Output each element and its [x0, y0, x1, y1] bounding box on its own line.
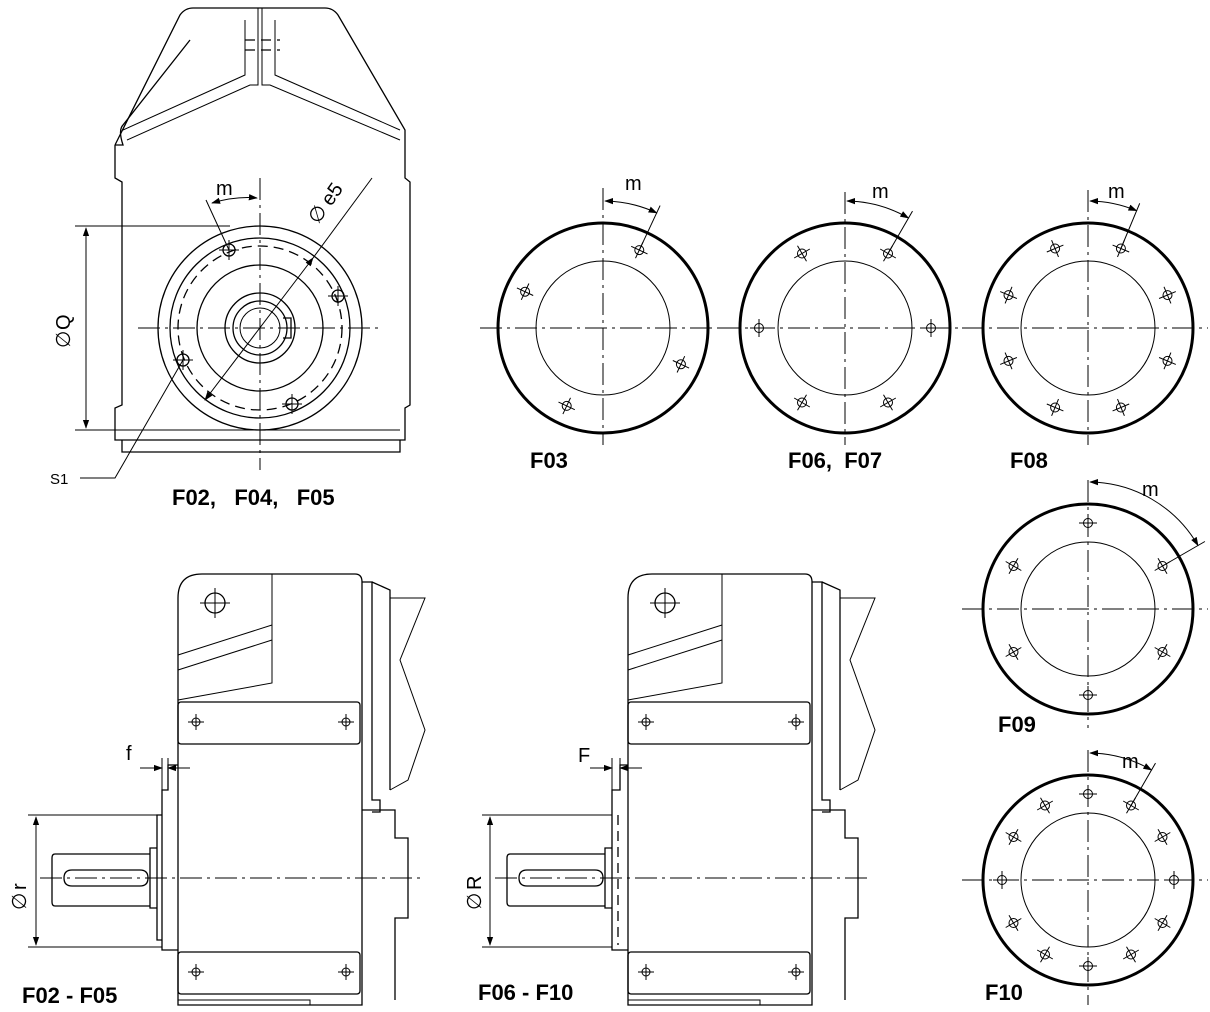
flange-bolt-mark	[1036, 949, 1054, 960]
side-view-large: ∅ R F F06 - F10	[464, 573, 876, 1006]
flange-bolt-mark	[1157, 643, 1168, 661]
front-view: ∅ Q ∅ e5 m S1 F02, F04, F05	[50, 7, 411, 510]
flange-bolt-mark	[520, 283, 530, 301]
flange-m-extension-f08	[1120, 203, 1141, 249]
flange-bolt-mark	[1036, 800, 1054, 811]
dim-m-f06: m	[872, 181, 889, 203]
flange-m-arc-f03	[604, 197, 658, 214]
flange-bolt-hole	[1008, 647, 1019, 657]
dim-m-f08: m	[1108, 181, 1125, 203]
flange-m-arc-f06-f07	[846, 197, 910, 219]
flange-bolt-hole	[1157, 647, 1168, 657]
flange-m-extension-f03	[638, 205, 661, 251]
flange-bolt-mark	[1008, 643, 1019, 661]
flange-bolt-hole	[675, 359, 686, 370]
dim-m-front: m	[216, 178, 233, 200]
dim-m-f09: m	[1142, 479, 1159, 501]
flange-bolt-mark	[1008, 914, 1019, 932]
flange-bolt-mark	[1157, 828, 1168, 846]
flange-m-arc-f10	[1089, 749, 1153, 771]
flange-bolt-hole	[1008, 918, 1019, 928]
flange-bolt-hole	[561, 400, 572, 411]
flange-bolt-hole	[1126, 800, 1136, 811]
flange-bolt-mark	[1004, 286, 1013, 304]
dim-R-diameter-symbol: ∅	[464, 893, 486, 910]
side-view-small: ∅ r f F02 - F05	[9, 573, 426, 1008]
flange-bolt-hole	[1157, 832, 1168, 842]
flange-bolt-mark	[558, 401, 576, 411]
flange-bolt-mark	[1157, 914, 1168, 932]
dim-r-label: r	[9, 883, 31, 890]
dim-q-diameter-symbol: ∅	[53, 331, 75, 348]
flange-bolt-hole	[1003, 290, 1014, 301]
flange-bolt-hole	[797, 248, 807, 259]
flange-bolt-mark	[879, 397, 897, 408]
flange-bolt-hole	[1115, 243, 1126, 254]
dim-F-label: F	[578, 745, 590, 767]
side-view-large-label: F06 - F10	[478, 980, 573, 1005]
dim-R-label: R	[464, 876, 486, 890]
flange-bolt-mark	[793, 397, 811, 408]
flange-bolt-mark	[793, 248, 811, 259]
flange-bolt-mark	[1004, 352, 1013, 370]
flange-bolt-hole	[797, 397, 807, 408]
flange-bolt-mark	[1046, 403, 1064, 412]
flange-bolt-mark	[1163, 286, 1172, 304]
flange-bolt-hole	[1050, 402, 1061, 413]
dim-m-f03: m	[625, 173, 642, 195]
dim-s1-label: S1	[50, 471, 68, 488]
dim-r-diameter-symbol: ∅	[9, 893, 31, 910]
flange-bolt-mark	[1112, 403, 1130, 412]
flange-variants	[480, 188, 1208, 1005]
flange-label-f10: F10	[985, 980, 1023, 1005]
flange-bolt-mark	[676, 355, 686, 373]
dim-f-label: f	[126, 743, 132, 765]
flange-bolt-hole	[883, 248, 893, 259]
dim-q-label: Q	[53, 314, 75, 330]
flange-label-f09: F09	[998, 712, 1036, 737]
flange-bolt-hole	[1126, 949, 1136, 960]
flange-bolt-mark	[1046, 244, 1064, 253]
flange-bolt-mark	[1112, 244, 1130, 253]
front-view-label: F02, F04, F05	[172, 485, 335, 510]
dim-m-f10: m	[1122, 751, 1139, 773]
flange-label-f06-f07: F06, F07	[788, 448, 882, 473]
flange-bolt-hole	[1050, 243, 1061, 254]
flange-label-f03: F03	[530, 448, 568, 473]
flange-bolt-hole	[634, 245, 645, 256]
flange-bolt-hole	[1115, 402, 1126, 413]
flange-bolt-mark	[1008, 828, 1019, 846]
flange-bolt-hole	[1157, 561, 1168, 571]
flange-bolt-hole	[883, 397, 893, 408]
flange-bolt-hole	[1008, 832, 1019, 842]
flange-bolt-hole	[1162, 355, 1173, 366]
flange-label-f08: F08	[1010, 448, 1048, 473]
flange-bolt-hole	[1162, 290, 1173, 301]
flange-bolt-mark	[1008, 557, 1019, 575]
flange-bolt-hole	[520, 286, 531, 297]
side-view-small-label: F02 - F05	[22, 983, 117, 1008]
dim-e5-label: e5	[317, 179, 348, 210]
flange-bolt-hole	[1157, 918, 1168, 928]
flange-bolt-mark	[1122, 949, 1140, 960]
flange-m-arc-f08	[1089, 197, 1138, 212]
flange-m-arc-f09	[1089, 478, 1199, 547]
flange-bolt-hole	[1003, 355, 1014, 366]
flange-bolt-hole	[1040, 949, 1050, 960]
flange-bolt-hole	[1040, 800, 1050, 811]
flange-bolt-mark	[1163, 352, 1172, 370]
flange-bolt-hole	[1008, 561, 1019, 571]
